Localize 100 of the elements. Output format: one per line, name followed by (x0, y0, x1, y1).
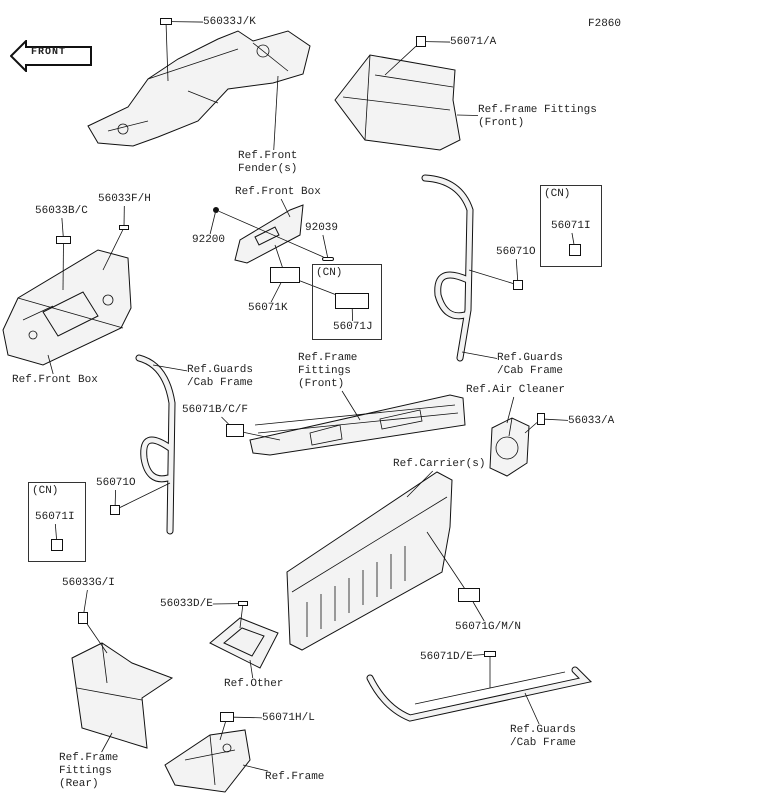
leader-line (472, 654, 484, 656)
leader-line (456, 114, 478, 116)
leader-line (273, 76, 278, 150)
reference-label: Ref.Carrier(s) (393, 458, 486, 471)
region-box (28, 482, 86, 562)
fitting-panel-drawing (250, 395, 465, 455)
frame-fitting-drawing (335, 55, 460, 150)
leader-line (250, 660, 254, 678)
part-number: 56071K (248, 302, 288, 315)
leader-line (468, 270, 514, 284)
figure-code: F2860 (588, 18, 622, 31)
leader-line (124, 206, 125, 226)
part-number: 56071G/M/N (455, 621, 522, 634)
leader-line (152, 364, 188, 372)
leader-line (210, 212, 216, 234)
part-number: 56033D/E (160, 598, 213, 611)
decal (220, 712, 234, 722)
direction-label: FRONT (31, 47, 66, 59)
leader-line (280, 198, 290, 218)
leader-line (472, 602, 485, 622)
leader-line (240, 606, 244, 628)
leader-line (384, 46, 416, 76)
part-number: 56071O (96, 477, 136, 490)
region-label: (CN) (544, 188, 570, 201)
part-number: 92200 (192, 234, 226, 247)
dashboard-drawing (3, 250, 131, 365)
part-number: 56033J/K (203, 16, 256, 29)
decal (160, 18, 172, 25)
leader-line (524, 692, 540, 724)
frame-drawing (165, 730, 250, 792)
leader-line (120, 482, 170, 508)
leader-line (114, 490, 116, 506)
reference-label: Ref.Air Cleaner (466, 384, 566, 397)
leader-line (274, 244, 283, 268)
leader-line (544, 418, 568, 421)
decal (335, 293, 369, 309)
leader-line (406, 470, 434, 498)
part-number: 92039 (305, 222, 338, 235)
carrier-drawing (287, 472, 452, 650)
reference-label: Ref.Frame (265, 771, 324, 784)
leader-line (270, 282, 282, 302)
pin (322, 257, 334, 261)
decal (270, 267, 300, 283)
leader-line (48, 354, 54, 374)
reference-label: Ref.Frame Fittings (Front) (298, 352, 362, 391)
decal (569, 244, 581, 256)
region-label: (CN) (316, 267, 342, 280)
decal (458, 588, 480, 602)
leader-line (426, 41, 450, 42)
leader-line (352, 308, 353, 322)
decal (537, 413, 545, 425)
decal (51, 539, 63, 551)
leader-line (172, 21, 204, 22)
reference-label: Ref.Front Fender(s) (238, 150, 308, 176)
leader-line (54, 524, 57, 540)
decal (110, 505, 120, 515)
leader-line (572, 232, 574, 244)
reference-label: Ref.Guards /Cab Frame (497, 352, 567, 378)
decal (78, 612, 88, 624)
leader-line (242, 764, 268, 772)
part-number: 56033F/H (98, 193, 151, 206)
leader-line (516, 258, 518, 280)
leader-line (506, 396, 514, 424)
reference-label: Ref.Front Box (12, 374, 98, 387)
leader-line (234, 716, 262, 718)
decal (513, 280, 523, 290)
leader-line (220, 722, 226, 740)
decal (226, 424, 244, 437)
part-number: 56033B/C (35, 205, 88, 218)
part-number: 56071H/L (262, 712, 315, 725)
part-number: 56033/A (568, 415, 614, 428)
part-number: 56071/A (450, 36, 496, 49)
part-number: 56071D/E (420, 651, 473, 664)
reference-label: Ref.Frame Fittings (Front) (478, 104, 602, 130)
leader-line (524, 422, 538, 434)
leader-line (426, 532, 465, 588)
tray-drawing (210, 618, 278, 668)
decal (416, 36, 426, 47)
decal (119, 225, 129, 230)
region-label: (CN) (32, 485, 58, 498)
leader-line (86, 624, 108, 654)
part-number: 56071B/C/F (182, 404, 248, 417)
leader-line (212, 603, 238, 604)
decal (484, 651, 496, 657)
part-number: 56071I (35, 511, 75, 524)
fender-drawing (88, 31, 310, 147)
part-number: 56071J (333, 321, 373, 334)
decal (56, 236, 71, 244)
leader-line (166, 24, 168, 82)
guard-rail-drawing (365, 668, 593, 722)
part-number: 56071I (551, 220, 591, 233)
leader-line (84, 590, 88, 612)
region-box (540, 185, 602, 267)
leader-line (61, 218, 64, 236)
panel-drawing (235, 205, 303, 263)
reference-label: Ref.Other (224, 678, 284, 691)
leader-line (322, 234, 328, 258)
leader-line (462, 352, 498, 359)
leader-line (300, 280, 336, 295)
decal (238, 601, 248, 606)
